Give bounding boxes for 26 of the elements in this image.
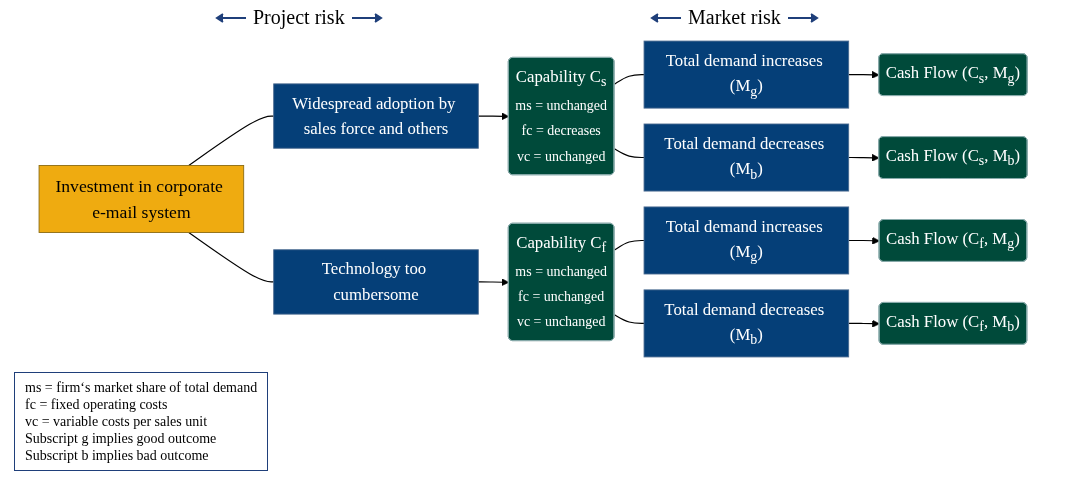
connector xyxy=(613,239,645,251)
connector xyxy=(613,74,645,85)
arrow xyxy=(477,112,509,121)
key-text: Subscript g implies good outcome xyxy=(25,430,218,447)
arrow xyxy=(847,70,880,79)
connector xyxy=(613,148,645,159)
node-box: Total demand increases (M$_{g}$) xyxy=(643,40,849,109)
key-text: Subscript b implies bad outcome xyxy=(25,447,210,464)
node-box: Investment in corporate e-mail system xyxy=(38,165,244,233)
node-box: Technology too cumbersome xyxy=(273,249,479,315)
node-box: Total demand increases (M$_{g}$) xyxy=(643,206,849,275)
risk-label: Project risk xyxy=(253,6,345,29)
connector xyxy=(613,314,645,324)
connector xyxy=(188,115,275,167)
arrow xyxy=(477,278,509,287)
key-text: vc = variable costs per sales unit xyxy=(25,413,209,430)
connector xyxy=(188,231,275,283)
node-box: Total demand decreases (M$_{b}$) xyxy=(643,289,849,358)
arrow xyxy=(847,319,880,328)
node-box: Total demand decreases (M$_{b}$) xyxy=(643,123,849,192)
key-text: fc = fixed operating costs xyxy=(25,396,169,413)
key-text: ms = firm‘s market share of total demand xyxy=(25,379,258,396)
arrow xyxy=(847,236,880,245)
node-box: Widespread adoption by sales force and others xyxy=(273,83,479,149)
arrow xyxy=(847,153,880,162)
risk-label: Market risk xyxy=(688,6,781,29)
